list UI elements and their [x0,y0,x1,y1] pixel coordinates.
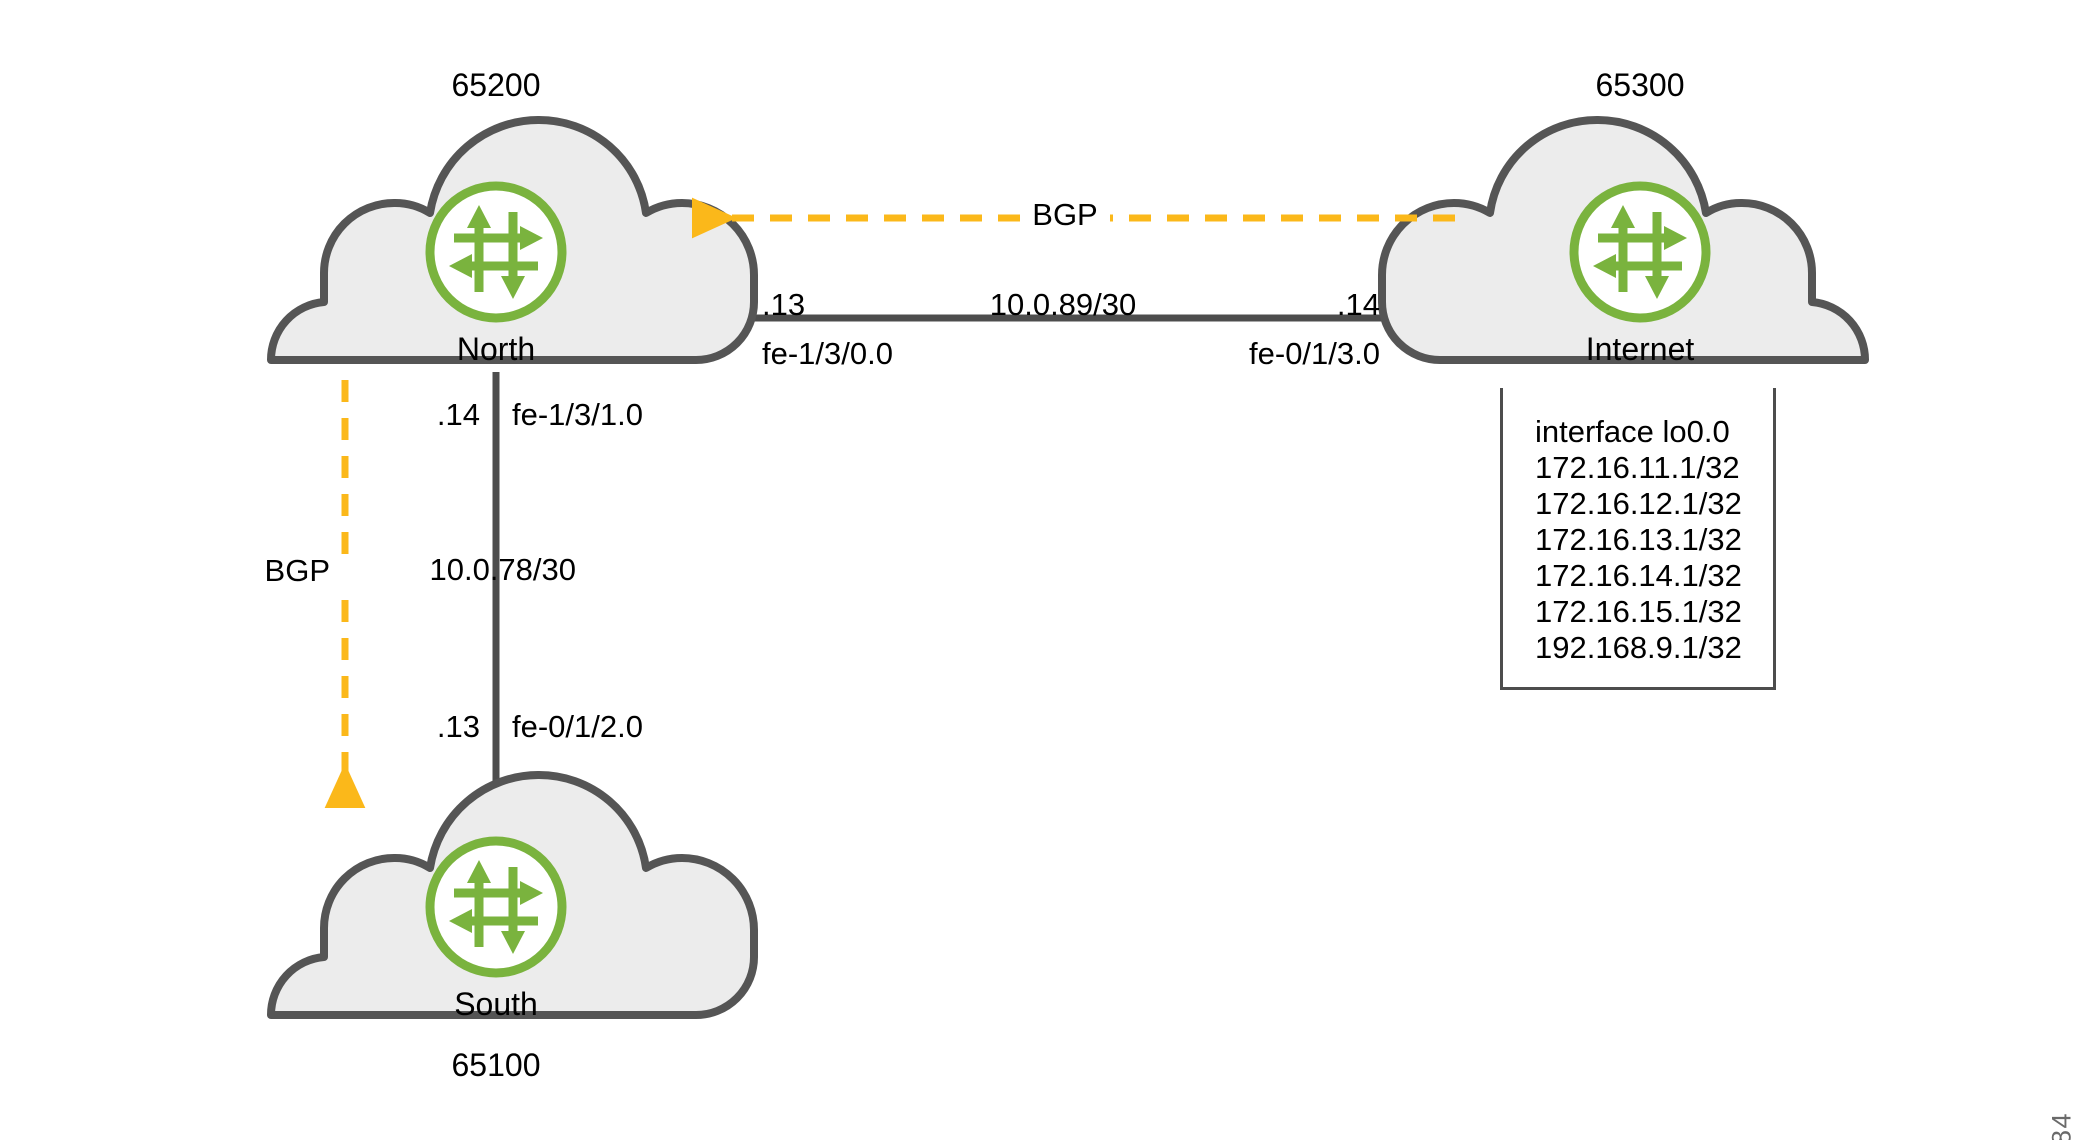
bgp-label-north-south: BGP [264,553,330,588]
link-label-north-host: .13 [762,287,806,322]
as-number-south: 65100 [451,1047,541,1083]
node-label-internet: Internet [1585,331,1695,367]
config-box-internet-lo0: interface lo0.0 172.16.11.1/32 172.16.12… [1500,388,1776,690]
link-label-north-south-bottom-host: .13 [436,709,480,744]
link-label-north-south-top-interface: fe-1/3/1.0 [512,397,643,432]
router-icon-north [430,186,562,318]
bgp-label-internet-north: BGP [1020,197,1110,233]
config-line-6: 192.168.9.1/32 [1535,630,1742,665]
link-label-north-interface: fe-1/3/0.0 [762,336,893,371]
config-line-5: 172.16.15.1/32 [1535,594,1742,629]
figure-id-label: g041284 [2047,1112,2078,1140]
as-number-internet: 65300 [1595,67,1685,103]
config-line-0: interface lo0.0 [1535,414,1730,449]
link-label-subnet-north-internet: 10.0.89/30 [989,287,1137,322]
node-label-north: North [456,331,536,367]
config-line-2: 172.16.12.1/32 [1535,486,1742,521]
config-line-1: 172.16.11.1/32 [1535,450,1740,485]
node-label-south: South [454,986,538,1022]
config-line-4: 172.16.14.1/32 [1535,558,1742,593]
link-label-north-south-top-host: .14 [436,397,480,432]
router-icon-south [430,841,562,973]
router-icon-internet [1574,186,1706,318]
link-label-internet-host: .14 [1336,287,1380,322]
link-label-internet-interface: fe-0/1/3.0 [1249,336,1380,371]
link-label-subnet-north-south: 10.0.78/30 [429,552,576,587]
config-line-3: 172.16.13.1/32 [1535,522,1742,557]
as-number-north: 65200 [451,67,541,103]
link-label-north-south-bottom-interface: fe-0/1/2.0 [512,709,643,744]
